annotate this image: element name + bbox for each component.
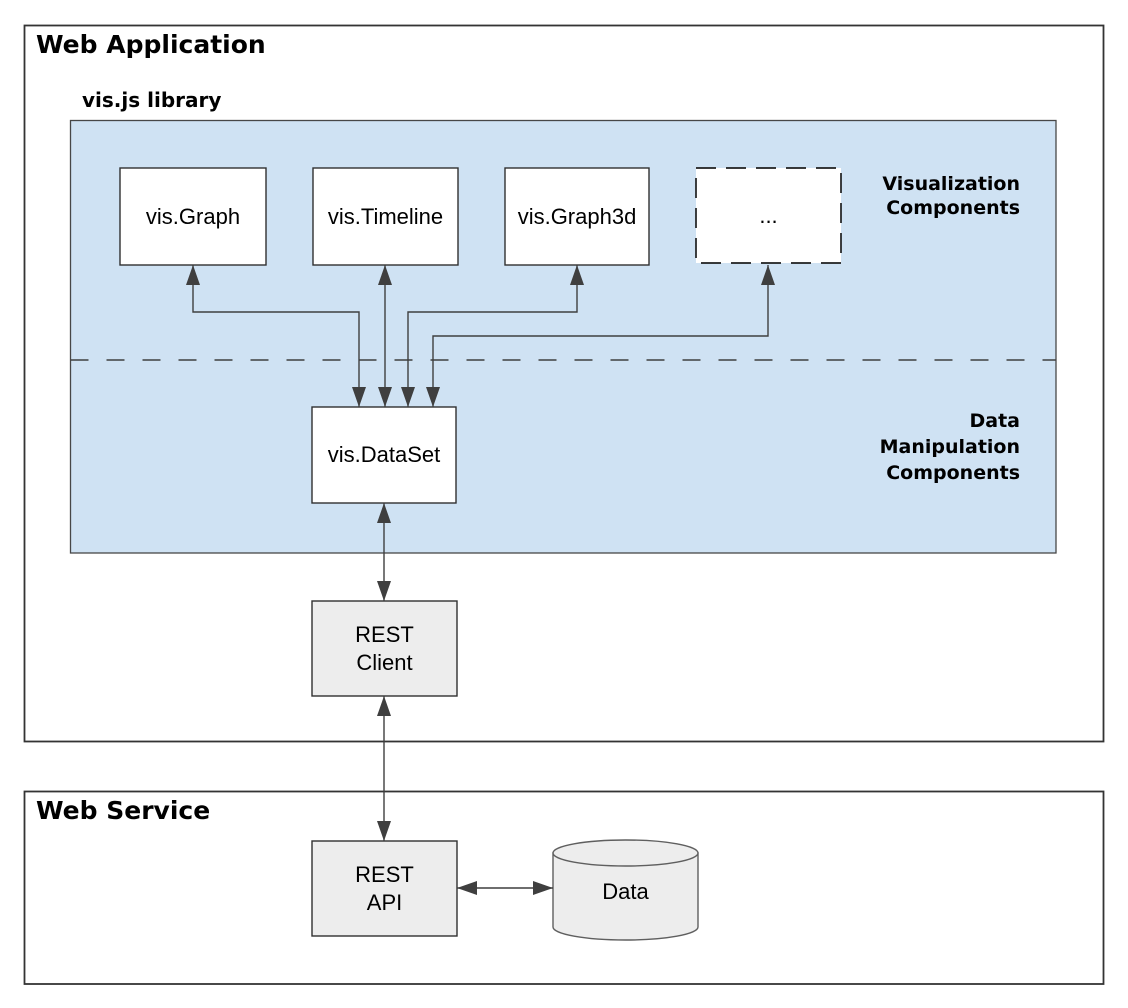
vis-graph3d-label: vis.Graph3d [517, 203, 637, 229]
node-more-components [695, 167, 842, 264]
node-data-store-rim [552, 839, 699, 867]
node-rest-client [311, 600, 458, 697]
more-components-label: ... [759, 202, 778, 228]
vis-dataset-label: vis.DataSet [327, 442, 441, 467]
web-application-region [23, 24, 1105, 743]
web-service-region [23, 790, 1105, 985]
edge-graph-dataset [186, 265, 366, 407]
data-manipulation-components-label: Data Manipulation Components [879, 410, 1020, 484]
web-application-title: Web Application [36, 30, 266, 59]
visjs-library-title: vis.js library [82, 88, 222, 112]
node-data-store-body [552, 852, 699, 941]
vis-graph-label: vis.Graph [145, 203, 241, 229]
node-vis-dataset [311, 406, 457, 504]
node-vis-graph3d [504, 167, 650, 266]
vis-timeline-label: vis.Timeline [327, 203, 444, 229]
node-vis-timeline [312, 167, 459, 266]
rest-client-label: REST Client [355, 621, 414, 675]
edge-more-dataset [426, 265, 775, 407]
data-store-label: Data [602, 879, 649, 904]
web-service-title: Web Service [36, 796, 211, 825]
rest-api-label: REST API [355, 861, 414, 915]
visualization-components-label: Visualization Components [882, 173, 1020, 219]
